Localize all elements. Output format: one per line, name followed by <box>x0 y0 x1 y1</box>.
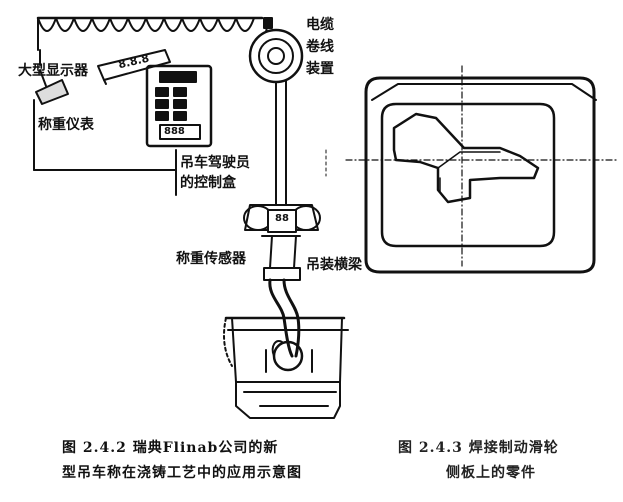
crane-hook-icon <box>268 278 304 372</box>
caption-right-line1: 图 2.4.3 焊接制动滑轮 <box>398 440 559 456</box>
load-sensor-label: 称重传感器 <box>176 251 246 267</box>
cable-reel-label: 电缆卷线装置 <box>306 17 334 77</box>
caption-left-line2: 型吊车称在浇铸工艺中的应用示意图 <box>62 465 302 481</box>
festoon-cable <box>36 16 264 51</box>
weighing-meter-icon <box>35 69 69 105</box>
driver-control-label-2: 的控制盒 <box>180 175 236 191</box>
control-box-icon <box>145 64 213 148</box>
sensor-display: 88 <box>275 213 289 224</box>
cable-lines <box>33 49 287 206</box>
driver-control-label-1: 吊车驾驶员 <box>180 155 250 171</box>
load-sensor-icon <box>263 235 301 281</box>
caption-right-line2: 侧板上的零件 <box>446 465 536 481</box>
weighing-meter-label: 称重仪表 <box>38 117 94 133</box>
caption-left-line1: 图 2.4.2 瑞典Flinab公司的新 <box>62 440 279 456</box>
axis-crosshair-right <box>345 65 617 267</box>
ladle-icon <box>223 316 349 419</box>
large-display-label: 大型显示器 <box>18 63 88 79</box>
lifting-beam-label: 吊装横梁 <box>306 257 362 273</box>
brake-plate-part <box>364 76 597 274</box>
crane-trolley-icon <box>243 204 321 237</box>
large-display-icon <box>97 49 171 85</box>
control-box-display: 888 <box>164 126 185 137</box>
cable-reel-icon <box>248 17 304 84</box>
